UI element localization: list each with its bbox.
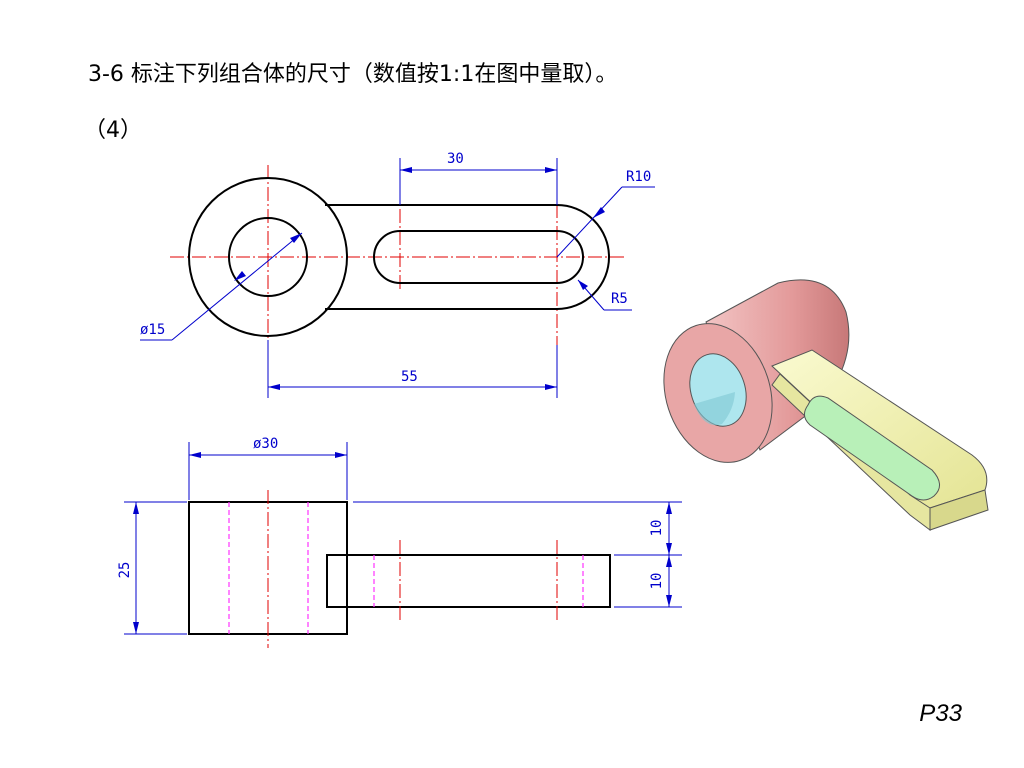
problem-number: （4） [84,118,142,143]
dim-text-arm-height: 10 [649,573,665,590]
page-title: 3-6 标注下列组合体的尺寸（数值按1:1在图中量取）。 [88,62,618,87]
top-view: 30 R10 R5 ø15 55 [140,151,655,398]
front-arm-outline [326,554,611,608]
top-slot-outline [373,230,584,284]
leader-r10 [556,186,623,258]
dim-text-slot-radius: R5 [611,291,628,307]
isometric-view [663,279,989,531]
dim-text-total-height: 25 [117,562,133,579]
top-hole-outline [228,217,308,297]
dim-text-slot-spacing: 30 [447,151,464,167]
dim-text-cylinder-diameter: ø30 [253,436,278,452]
dim-text-upper-height: 10 [649,520,665,537]
front-view: ø30 25 10 10 [117,436,682,648]
top-cylinder-outline [188,177,348,337]
dim-text-center-distance: 55 [401,369,418,385]
dim-text-hole-diameter: ø15 [140,322,165,338]
leader-hole-diameter [171,232,303,341]
page-number: P33 [919,700,962,727]
iso-slot [804,395,940,501]
top-arm-outline [325,204,610,310]
dim-text-outer-radius: R10 [626,169,651,185]
